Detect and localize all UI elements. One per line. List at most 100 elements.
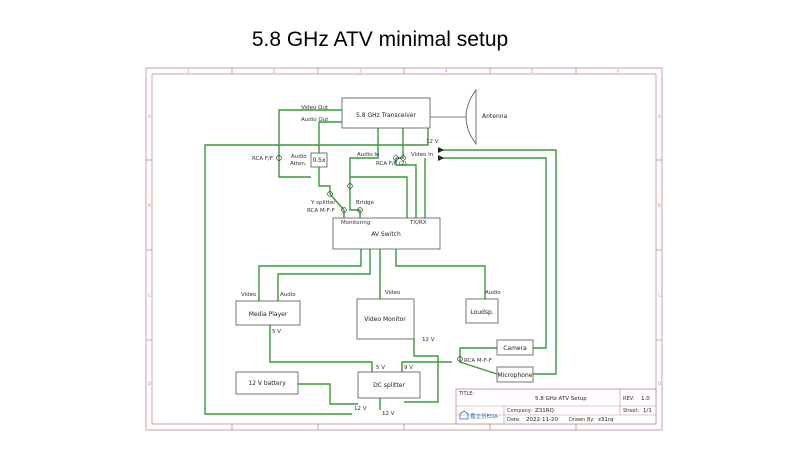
wire-audio-out — [318, 121, 342, 153]
title-label: TITLE: — [458, 391, 475, 397]
label-monitoring: Monitoring — [341, 220, 370, 226]
junction-monitoring — [341, 207, 347, 213]
sheet-frame: 1 2 3 4 5 6 A B C D A B C D — [145, 67, 663, 431]
arrow-audio-in — [438, 147, 444, 153]
row-label-c: C — [148, 293, 151, 298]
av-switch-block: AV Switch — [332, 217, 441, 250]
junction-y-splitter — [327, 191, 333, 197]
camera-label: Camera — [503, 345, 527, 352]
transceiver-block: 5.8 GHz Transceiver — [341, 97, 431, 129]
microphone-label: Microphone — [498, 372, 533, 379]
junction-bridge — [357, 207, 363, 213]
col-label-1: 1 — [187, 69, 190, 74]
row-label-a: A — [148, 114, 151, 119]
wire-video-in — [396, 127, 404, 159]
label-mp-5v: 5 V — [272, 329, 281, 335]
label-audio-in: Audio In — [357, 152, 380, 158]
label-dc-12v-a: 12 V — [354, 406, 367, 412]
drawn-label: Drawn By: — [569, 417, 595, 423]
rev-value: 1.0 — [641, 396, 650, 402]
label-ls-audio: Audio — [485, 290, 501, 296]
wire-tx-12v — [204, 127, 429, 415]
media-player-block: Media Player — [235, 300, 301, 326]
wire-txrx-b — [395, 158, 417, 218]
company-label: Company: — [507, 408, 532, 414]
camera-block: Camera — [496, 339, 534, 356]
label-rca-mff: RCA M-F-F — [307, 208, 335, 214]
wire-atten-out — [318, 167, 331, 194]
label-rca-ff2: RCA F/F (2) — [376, 161, 407, 167]
dc-splitter-label: DC splitter — [373, 382, 405, 389]
wire-video-out — [278, 109, 342, 178]
label-dc-12v-b: 12 V — [382, 411, 395, 417]
label-dc-9v: 9 V — [404, 365, 413, 371]
label-audio-out: Audio Out — [301, 117, 329, 123]
label-video-in: Video In — [411, 152, 434, 158]
label-audio-atten-2: Atten. — [290, 161, 307, 167]
date-value: 2022-11-20 — [526, 417, 558, 423]
wire-mp-video — [258, 249, 362, 301]
video-monitor-label: Video Monitor — [364, 316, 406, 323]
wire-mic-audio — [438, 149, 557, 375]
battery-label: 12 V battery — [248, 380, 286, 387]
media-player-label: Media Player — [249, 311, 288, 318]
col-label-3: 3 — [359, 69, 362, 74]
label-y-splitter: Y splitter — [310, 200, 336, 206]
label-rca-mff2: RCA M-F-F — [464, 358, 492, 364]
dc-splitter-block: DC splitter — [357, 371, 421, 399]
wire-audio-in — [349, 127, 379, 186]
battery-block: 12 V battery — [235, 371, 299, 395]
col-label-4: 4 — [445, 69, 448, 74]
company-value: Z31RQ — [535, 408, 555, 414]
label-dc-5v: 5 V — [376, 365, 385, 371]
wire-battery — [298, 383, 358, 405]
junction-video-in — [393, 155, 399, 161]
col-label-6: 6 — [617, 69, 620, 74]
rev-label: REV: — [623, 396, 635, 402]
junction-rca-ff2 — [400, 155, 406, 161]
junctions — [276, 147, 463, 362]
wire-txrx-a — [350, 176, 408, 218]
row-label-d: D — [148, 381, 151, 386]
loudspeaker-label: Loudsp. — [470, 309, 493, 316]
title-block: TITLE: 5.8 GHz ATV Setup REV: 1.0 Compan… — [455, 388, 657, 425]
wire-ls-audio — [395, 249, 486, 299]
transceiver-label: 5.8 GHz Transceiver — [356, 112, 416, 119]
row-label-a-right: A — [658, 114, 661, 119]
row-label-b: B — [148, 203, 151, 208]
wire-mon-12v — [404, 339, 439, 403]
label-txrx: TX/RX — [409, 220, 427, 226]
junction-rca-ff — [276, 155, 282, 161]
drawn-value: z31rq — [598, 417, 614, 423]
date-label: Date: — [507, 417, 521, 423]
wire-rca-mff — [459, 347, 498, 375]
label-mp-video: Video — [241, 292, 257, 298]
loudspeaker-block: Loudsp. — [465, 298, 499, 324]
sheet-label: Sheet: — [623, 408, 639, 414]
row-label-c-right: C — [658, 293, 661, 298]
microphone-block: Microphone — [496, 366, 534, 383]
label-rca-ff: RCA F/F — [252, 156, 273, 162]
sheet-value: 1/1 — [643, 408, 652, 414]
video-monitor-block: Video Monitor — [356, 298, 415, 340]
label-mp-audio: Audio — [280, 292, 296, 298]
wire-mp-audio — [277, 249, 371, 301]
wire-bridge — [349, 186, 361, 218]
antenna-icon — [465, 88, 477, 146]
logo-text: 嘉立创EDA — [470, 412, 498, 420]
easyeda-logo: 嘉立创EDA — [459, 410, 498, 420]
wire-mp-5v — [269, 325, 373, 372]
attenuator-block: 0.5x — [310, 152, 328, 168]
arrow-video-in — [438, 155, 444, 161]
junction-rca-mff — [457, 356, 463, 362]
label-bridge: Bridge — [356, 200, 375, 206]
wires — [204, 109, 557, 415]
antenna-label: Antenna — [482, 113, 508, 120]
row-label-b-right: B — [658, 203, 661, 208]
label-mon-video: Video — [385, 290, 401, 296]
label-audio-atten-1: Audio — [291, 154, 307, 160]
wire-ysplit-mon — [329, 193, 345, 218]
label-video-out: Video Out — [301, 105, 329, 111]
attenuator-label: 0.5x — [312, 157, 326, 164]
